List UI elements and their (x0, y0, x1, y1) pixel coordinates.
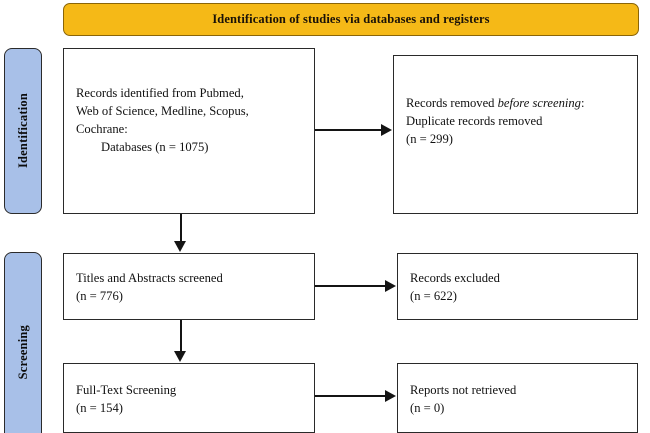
records-removed-count: (n = 299) (406, 131, 453, 146)
box-titles-screened-body: Titles and Abstracts screened (n = 776) (76, 270, 306, 306)
connector-line-screened-to-fulltext (180, 320, 183, 353)
records-excluded-count: (n = 622) (410, 288, 457, 303)
stage-label-screening-text: Screening (15, 324, 30, 380)
box-records-identified: Records identified from Pubmed, Web of S… (63, 48, 315, 214)
records-identified-line-1: Records identified from Pubmed, (76, 86, 244, 100)
arrow-right-icon-identified-to-removed (381, 124, 392, 136)
reports-not-retrieved-line-1: Reports not retrieved (410, 383, 517, 397)
records-identified-line-3: Cochrane: (76, 121, 128, 136)
titles-screened-count: (n = 776) (76, 288, 123, 303)
arrow-down-icon-identified-to-screened (174, 241, 186, 252)
box-records-excluded: Records excluded (n = 622) (397, 253, 638, 320)
connector-line-fulltext-to-not-retrieved (315, 395, 387, 398)
records-removed-line-2: Duplicate records removed (406, 113, 543, 128)
records-excluded-line-1: Records excluded (410, 271, 500, 285)
box-reports-not-retrieved: Reports not retrieved (n = 0) (397, 363, 638, 433)
identification-header-banner: Identification of studies via databases … (63, 3, 639, 36)
records-identified-line-2: Web of Science, Medline, Scopus, (76, 103, 249, 118)
arrow-down-icon-screened-to-fulltext (174, 351, 186, 362)
records-removed-line-1: Records removed before screening: (406, 95, 629, 113)
records-removed-line-1-pre: Records removed (406, 96, 498, 110)
box-records-removed-before-screening: Records removed before screening: Duplic… (393, 55, 638, 214)
stage-label-identification-text: Identification (15, 93, 30, 169)
records-identified-databases-count: Databases (n = 1075) (101, 139, 209, 154)
arrow-right-icon-fulltext-to-not-retrieved (385, 390, 396, 402)
box-records-excluded-body: Records excluded (n = 622) (410, 270, 629, 306)
box-reports-not-retrieved-body: Reports not retrieved (n = 0) (410, 382, 629, 418)
records-removed-line-1-emphasis: before screening (497, 96, 581, 110)
reports-not-retrieved-count: (n = 0) (410, 400, 445, 415)
titles-screened-line-1: Titles and Abstracts screened (76, 271, 223, 285)
connector-line-screened-to-excluded (315, 285, 387, 288)
connector-line-identified-to-removed (315, 129, 383, 132)
arrow-right-icon-screened-to-excluded (385, 280, 396, 292)
stage-label-screening: Screening (4, 252, 42, 433)
box-records-removed-body: Records removed before screening: Duplic… (406, 95, 629, 149)
stage-label-identification: Identification (4, 48, 42, 214)
box-titles-abstracts-screened: Titles and Abstracts screened (n = 776) (63, 253, 315, 320)
box-records-identified-body: Records identified from Pubmed, Web of S… (76, 85, 306, 157)
fulltext-screening-count: (n = 154) (76, 400, 123, 415)
fulltext-screening-line-1: Full-Text Screening (76, 383, 177, 397)
box-fulltext-screening-body: Full-Text Screening (n = 154) (76, 382, 306, 418)
box-full-text-screening: Full-Text Screening (n = 154) (63, 363, 315, 433)
records-removed-line-1-post: : (580, 96, 585, 110)
header-title: Identification of studies via databases … (212, 12, 490, 26)
connector-line-identified-to-screened (180, 214, 183, 244)
